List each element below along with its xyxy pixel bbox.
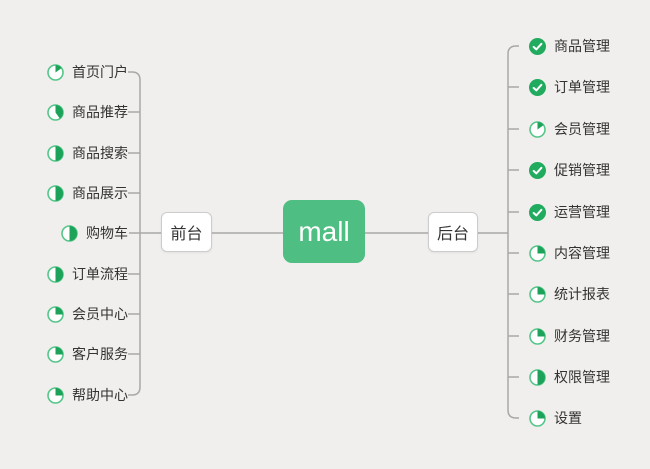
progress-pie-icon bbox=[529, 120, 546, 138]
topic-item[interactable]: 订单管理 bbox=[529, 77, 610, 97]
topic-label: 统计报表 bbox=[554, 286, 610, 302]
topic-label: 帮助中心 bbox=[72, 387, 128, 403]
topic-label: 财务管理 bbox=[554, 328, 610, 344]
topic-item[interactable]: 首页门户 bbox=[47, 62, 128, 82]
topic-item[interactable]: 购物车 bbox=[61, 223, 128, 243]
topic-label: 订单管理 bbox=[554, 79, 610, 95]
topic-item[interactable]: 订单流程 bbox=[47, 264, 128, 284]
topic-label: 商品展示 bbox=[72, 185, 128, 201]
topic-item[interactable]: 设置 bbox=[529, 408, 582, 428]
topic-label: 设置 bbox=[554, 410, 582, 426]
topic-item[interactable]: 商品展示 bbox=[47, 183, 128, 203]
check-icon bbox=[529, 161, 546, 179]
progress-pie-icon bbox=[47, 184, 64, 202]
topic-item[interactable]: 商品管理 bbox=[529, 36, 610, 56]
topic-label: 促销管理 bbox=[554, 162, 610, 178]
topic-item[interactable]: 会员中心 bbox=[47, 304, 128, 324]
topic-item[interactable]: 运营管理 bbox=[529, 202, 610, 222]
progress-pie-icon bbox=[47, 265, 64, 283]
backend-node[interactable]: 后台 bbox=[428, 212, 478, 252]
topic-label: 运营管理 bbox=[554, 204, 610, 220]
topic-item[interactable]: 会员管理 bbox=[529, 119, 610, 139]
progress-pie-icon bbox=[61, 224, 78, 242]
topic-item[interactable]: 商品推荐 bbox=[47, 102, 128, 122]
progress-pie-icon bbox=[529, 285, 546, 303]
topic-item[interactable]: 权限管理 bbox=[529, 367, 610, 387]
frontend-node-label: 前台 bbox=[170, 226, 203, 243]
topic-label: 订单流程 bbox=[72, 266, 128, 282]
progress-pie-icon bbox=[47, 63, 64, 81]
check-icon bbox=[529, 37, 546, 55]
topic-label: 购物车 bbox=[86, 225, 128, 241]
progress-pie-icon bbox=[529, 368, 546, 386]
topic-item[interactable]: 统计报表 bbox=[529, 284, 610, 304]
topic-label: 商品管理 bbox=[554, 38, 610, 54]
topic-item[interactable]: 帮助中心 bbox=[47, 385, 128, 405]
topic-label: 商品推荐 bbox=[72, 104, 128, 120]
topic-item[interactable]: 促销管理 bbox=[529, 160, 610, 180]
progress-pie-icon bbox=[47, 386, 64, 404]
progress-pie-icon bbox=[47, 345, 64, 363]
progress-pie-icon bbox=[47, 305, 64, 323]
topic-item[interactable]: 财务管理 bbox=[529, 326, 610, 346]
topic-item[interactable]: 商品搜索 bbox=[47, 143, 128, 163]
topic-label: 会员管理 bbox=[554, 121, 610, 137]
root-node-label: mall bbox=[298, 215, 350, 247]
topic-item[interactable]: 客户服务 bbox=[47, 344, 128, 364]
topic-label: 首页门户 bbox=[72, 64, 128, 80]
root-node[interactable]: mall bbox=[283, 200, 365, 263]
frontend-node[interactable]: 前台 bbox=[161, 212, 212, 252]
check-icon bbox=[529, 78, 546, 96]
topic-label: 商品搜索 bbox=[72, 145, 128, 161]
topic-label: 权限管理 bbox=[554, 369, 610, 385]
backend-node-label: 后台 bbox=[436, 226, 469, 243]
topic-item[interactable]: 内容管理 bbox=[529, 243, 610, 263]
topic-label: 客户服务 bbox=[72, 346, 128, 362]
topic-label: 会员中心 bbox=[72, 306, 128, 322]
progress-pie-icon bbox=[529, 327, 546, 345]
check-icon bbox=[529, 203, 546, 221]
progress-pie-icon bbox=[529, 244, 546, 262]
progress-pie-icon bbox=[47, 144, 64, 162]
topic-label: 内容管理 bbox=[554, 245, 610, 261]
progress-pie-icon bbox=[47, 103, 64, 121]
progress-pie-icon bbox=[529, 409, 546, 427]
